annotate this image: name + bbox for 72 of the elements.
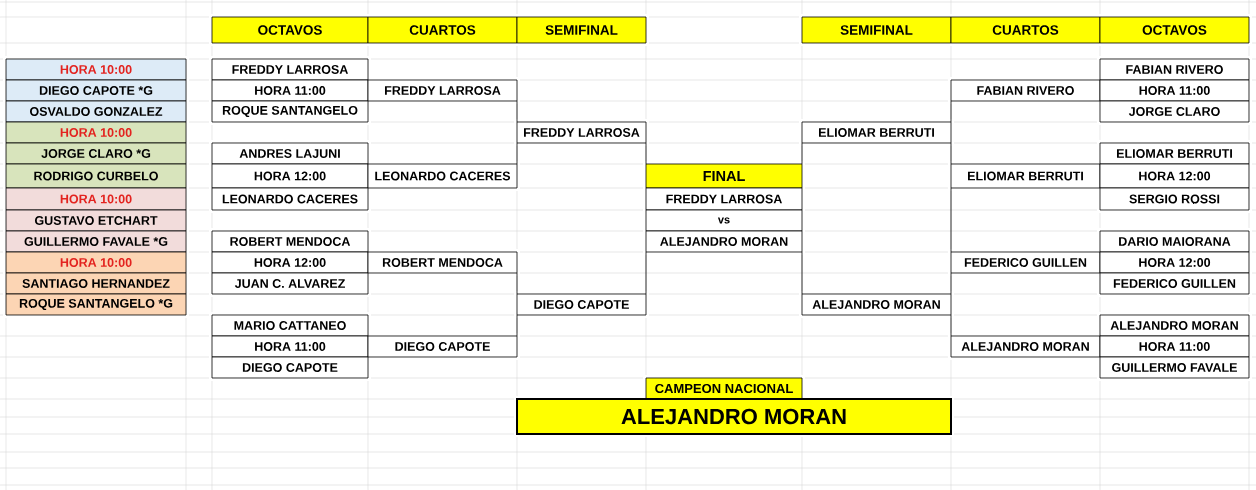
player-cell: SANTIAGO HERNANDEZ [5,272,187,295]
champion-heading: CAMPEON NACIONAL [645,377,803,400]
player-cell: JORGE CLARO *G [5,142,187,165]
time-cell: HORA 10:00 [5,251,187,274]
round-header: CUARTOS [367,16,518,44]
player-cell: LEONARDO CACERES [211,187,369,211]
time-cell: HORA 12:00 [211,163,369,189]
time-cell: HORA 11:00 [1099,335,1250,358]
player-cell: RODRIGO CURBELO [5,163,187,189]
bracket-line [950,187,952,253]
bracket-line [950,272,952,295]
player-cell: FEDERICO GUILLEN [1099,272,1250,295]
time-cell: HORA 10:00 [5,121,187,144]
player-cell: MARIO CATTANEO [211,314,369,337]
round-header: SEMIFINAL [516,16,647,44]
player-cell: FREDDY LARROSA [516,121,647,144]
round-header: OCTAVOS [211,16,369,44]
round-header: CUARTOS [950,16,1101,44]
time-cell: HORA 12:00 [1099,163,1250,189]
bracket-line [645,142,647,165]
player-cell: ELIOMAR BERRUTI [801,121,952,144]
player-cell: DIEGO CAPOTE [516,293,647,316]
versus-cell: vs [645,209,803,232]
player-cell: DIEGO CAPOTE [367,335,518,358]
player-cell: LEONARDO CACERES [367,163,518,189]
player-cell: ROQUE SANTANGELO *G [5,293,187,316]
player-cell: ROBERT MENDOCA [367,251,518,274]
bracket-line [950,142,952,165]
time-cell: HORA 11:00 [1099,79,1250,102]
player-cell: DIEGO CAPOTE [211,356,369,379]
player-cell: GUILLERMO FAVALE [1099,356,1250,379]
player-cell: FREDDY LARROSA [211,58,369,81]
player-cell: DIEGO CAPOTE *G [5,79,187,102]
player-cell: JUAN C. ALVAREZ [211,272,369,295]
time-cell: HORA 11:00 [211,79,369,102]
bracket-line [950,314,952,337]
player-cell: FEDERICO GUILLEN [950,251,1101,274]
player-cell: FREDDY LARROSA [367,79,518,102]
player-cell: GUSTAVO ETCHART [5,209,187,232]
player-cell: ALEJANDRO MORAN [950,335,1101,358]
player-cell: ROBERT MENDOCA [211,230,369,253]
player-cell: SERGIO ROSSI [1099,187,1250,211]
bracket-line [801,142,803,165]
final-header: FINAL [645,163,803,189]
player-cell: FREDDY LARROSA [645,187,803,211]
bracket-line [516,100,518,123]
player-cell: ELIOMAR BERRUTI [950,163,1101,189]
time-cell: HORA 12:00 [211,251,369,274]
time-cell: HORA 10:00 [5,187,187,211]
time-cell: HORA 11:00 [211,335,369,358]
player-cell: OSVALDO GONZALEZ [5,100,187,123]
round-header: SEMIFINAL [801,16,952,44]
player-cell: ANDRES LAJUNI [211,142,369,165]
player-cell: ALEJANDRO MORAN [801,293,952,316]
player-cell: FABIAN RIVERO [950,79,1101,102]
bracket-line [516,314,518,337]
time-cell: HORA 12:00 [1099,251,1250,274]
player-cell: ALEJANDRO MORAN [1099,314,1250,337]
bracket-line [950,100,952,123]
player-cell: ELIOMAR BERRUTI [1099,142,1250,165]
player-cell: GUILLERMO FAVALE *G [5,230,187,253]
bracket-line [801,251,803,295]
bracket-line [645,251,647,295]
player-cell: FABIAN RIVERO [1099,58,1250,81]
round-header: OCTAVOS [1099,16,1250,44]
player-cell: ALEJANDRO MORAN [645,230,803,253]
bracket-line [516,272,518,295]
player-cell: JORGE CLARO [1099,100,1250,123]
player-cell: DARIO MAIORANA [1099,230,1250,253]
time-cell: HORA 10:00 [5,58,187,81]
player-cell: ROQUE SANTANGELO [211,100,369,123]
bracket-line [516,142,518,165]
